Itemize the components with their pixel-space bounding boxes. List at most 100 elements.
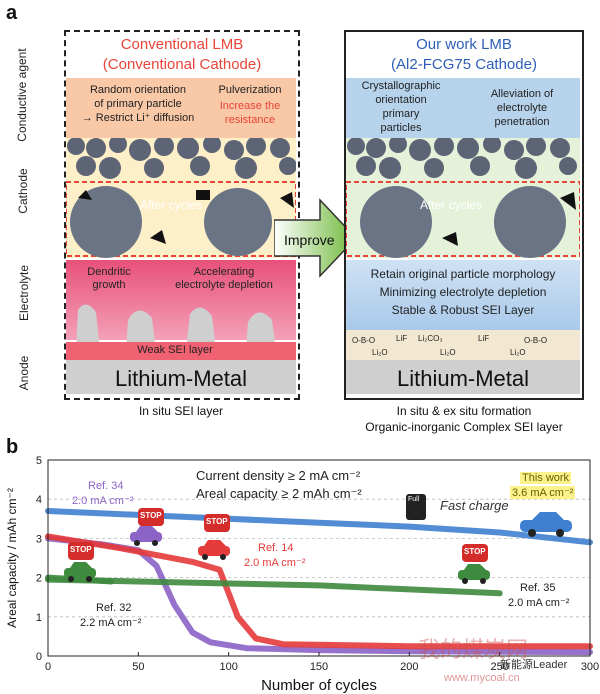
panel-b-letter: b (6, 436, 19, 458)
ref34-label-1: Ref. 34 (88, 480, 124, 492)
left-caption: In situ SEI layer (138, 404, 224, 418)
ref32-label-1: Ref. 32 (96, 602, 132, 614)
right-note-a4: particles (380, 122, 422, 134)
conventional-lmb-box (64, 30, 300, 400)
right-retain: Retain original particle morphology (370, 267, 556, 281)
green-car-icon-ref32 (64, 562, 96, 582)
left-lithium-label: Lithium-Metal (114, 366, 248, 391)
ytick-label-2: 2 (36, 573, 42, 585)
right-title-1: Our work LMB (416, 36, 512, 53)
watermark-text-2: www.mycoal.cn (444, 672, 520, 684)
right-title-2: (Al2-FCG75 Cathode) (391, 56, 537, 73)
ref14-label-2: 2.0 mA cm⁻² (244, 557, 306, 569)
xtick-label-5: 250 (490, 661, 508, 673)
left-lithium-band (66, 360, 296, 394)
right-conductive-band (346, 78, 580, 138)
sei-species-6: O-B-O (524, 336, 548, 345)
chart-header-2: Areal capacity ≥ 2 mAh cm⁻² (196, 486, 362, 501)
ref32-label-2: 2.2 mA cm⁻² (80, 617, 142, 629)
left-dendritic-2: growth (92, 279, 126, 291)
left-cathode-svg (66, 138, 296, 258)
side-label-conductive: Conductive agent (15, 48, 29, 142)
xtick-label-6: 300 (581, 661, 599, 673)
right-caption-1: In situ & ex situ formation (396, 404, 532, 418)
sei-species-4: LiF (478, 334, 490, 343)
xtick-label-3: 150 (310, 661, 328, 673)
xtick-label-0: 0 (45, 661, 51, 673)
stop-sign-ref32-label: STOP (70, 545, 92, 554)
xtick-label-2: 100 (219, 661, 237, 673)
ref35-label-2: 2.0 mA cm⁻² (508, 597, 570, 609)
ytick-label-4: 4 (36, 494, 42, 506)
side-label-anode: Anode (17, 355, 31, 391)
left-accel-1: Accelerating (193, 266, 255, 278)
x-axis-label: Number of cycles (261, 677, 377, 694)
left-after-cycles: After cycles (140, 198, 203, 212)
this-work-label-2: 3.6 mA cm⁻² (510, 486, 576, 499)
stop-sign-ref35-label: STOP (464, 547, 486, 556)
sei-species-0: O-B-O (352, 336, 376, 345)
stop-sign-ref32 (68, 542, 94, 560)
left-dendritic-1: Dendritic (87, 266, 131, 278)
left-weak-sei-band (66, 342, 296, 360)
right-lithium-label: Lithium-Metal (396, 366, 530, 391)
left-note-b3: resistance (224, 114, 276, 126)
right-cathode-svg (346, 138, 580, 258)
sei-species-7: Li₂O (510, 348, 526, 357)
left-note-a3: → Restrict Li⁺ diffusion (81, 112, 195, 124)
left-title-2: (Conventional Cathode) (102, 56, 262, 73)
sei-species-3: Li₂O (372, 348, 388, 357)
right-note-a1: Crystallographic (361, 80, 441, 92)
stop-sign-ref34-label: STOP (140, 511, 162, 520)
right-note-a3: primary (382, 108, 420, 120)
this-work-label-1: This work (520, 472, 572, 484)
ytick-label-0: 0 (36, 651, 42, 663)
left-dendrite-svg (76, 304, 276, 350)
y-axis-label: Areal capacity / mAh cm⁻² (5, 488, 19, 628)
left-note-b2: Increase the (219, 100, 281, 112)
xtick-label-4: 200 (400, 661, 418, 673)
stop-sign-ref14 (204, 514, 230, 532)
green-car-icon-ref35 (458, 564, 490, 584)
charger-full-label: Full (408, 496, 420, 503)
right-after-cycles: After cycles (420, 198, 483, 212)
watermark-text-3: 新能源Leader (500, 659, 568, 671)
left-accel-2: electrolyte depletion (175, 279, 273, 291)
ytick-label-5: 5 (36, 455, 42, 467)
ref35-label-1: Ref. 35 (520, 582, 556, 594)
red-car-icon (198, 540, 230, 560)
left-weak-sei: Weak SEI layer (137, 344, 213, 356)
left-note-a1: Random orientation (89, 84, 186, 96)
left-note-a2: of primary particle (94, 98, 182, 110)
left-conductive-band (66, 78, 296, 138)
stop-sign-ref35 (462, 544, 488, 562)
right-lithium-band (346, 360, 580, 394)
sei-species-2: Li₂CO₃ (418, 334, 443, 343)
ref34-label-2: 2.0 mA cm⁻² (72, 495, 134, 507)
charger-icon (406, 494, 426, 520)
right-note-b1: Alleviation of (490, 88, 554, 100)
side-label-electrolyte: Electrolyte (17, 264, 31, 322)
series-line-4 (45, 576, 503, 597)
left-note-b1: Pulverization (218, 84, 282, 96)
right-note-b3: penetration (494, 116, 550, 128)
series-line-2 (45, 533, 593, 650)
left-title-1: Conventional LMB (120, 36, 244, 53)
right-minimizing: Minimizing electrolyte depletion (379, 285, 547, 299)
our-work-box (344, 30, 584, 400)
right-note-a2: orientation (375, 94, 427, 106)
panel-a-letter: a (6, 2, 18, 24)
purple-car-icon (130, 526, 162, 546)
right-sei-band (346, 330, 580, 360)
plot-frame (47, 459, 591, 657)
right-electrolyte-band (346, 260, 580, 330)
blue-car-icon (520, 512, 572, 537)
stop-sign-ref14-label: STOP (206, 517, 228, 526)
right-stable: Stable & Robust SEI Layer (391, 303, 535, 317)
fast-charge-label: Fast charge (440, 498, 509, 513)
ytick-label-3: 3 (36, 533, 42, 545)
chart-header-1: Current density ≥ 2 mA cm⁻² (196, 468, 361, 483)
left-title-bg (66, 32, 298, 76)
improve-label: Improve (284, 232, 335, 248)
